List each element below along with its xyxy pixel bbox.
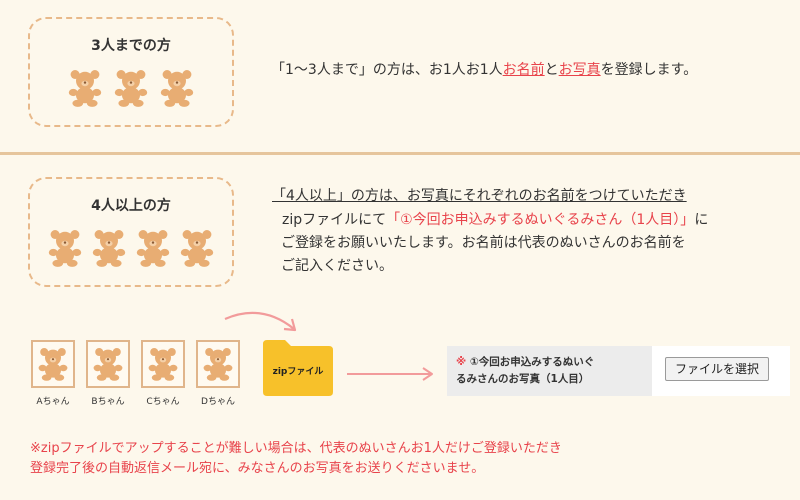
section1-text: 「1〜3人まで」の方は、お1人お1人お名前とお写真を登録します。: [271, 62, 698, 78]
bear-label-a: Aちゃん: [36, 397, 70, 407]
section2-line3: ご登録をお願いいたします。お名前は代表のぬいさんのお名前を: [281, 235, 686, 251]
bear-icon: [37, 347, 69, 381]
curved-arrow-icon: [224, 311, 297, 332]
bear-label-b: Bちゃん: [91, 397, 125, 407]
box-title-4-or-more: 4人以上の方: [91, 198, 171, 214]
right-arrow-icon: [347, 367, 433, 381]
framed-bear-c: [141, 340, 185, 388]
bear-label-c: Cちゃん: [146, 397, 180, 407]
section2-line1: 「4人以上」の方は、お写真にそれぞれのお名前をつけていただき: [272, 188, 687, 204]
bear-icon: [91, 229, 127, 267]
section-divider: [0, 152, 800, 155]
highlight-field-name: 「①今回お申込みするぬいぐるみさん（1人目）」: [386, 212, 695, 228]
bear-icon: [135, 229, 171, 267]
bear-group-4: [30, 229, 232, 267]
upload-field-label: ※ ①今回お申込みするぬいぐ るみさんのお写真（1人目）: [456, 356, 595, 385]
box-up-to-3: 3人までの方: [28, 17, 234, 127]
required-mark: ※: [456, 356, 467, 368]
bear-group-3: [30, 69, 232, 107]
section2-line4: ご記入ください。: [281, 258, 393, 274]
box-4-or-more: 4人以上の方: [28, 177, 234, 287]
photo-link[interactable]: お写真: [558, 62, 601, 78]
section2-line2: zipファイルにて「①今回お申込みするぬいぐるみさん（1人目）」に: [282, 212, 709, 228]
bear-icon: [147, 347, 179, 381]
framed-bear-b: [86, 340, 130, 388]
bear-icon: [67, 69, 103, 107]
bear-icon: [47, 229, 83, 267]
bear-icon: [202, 347, 234, 381]
bear-icon: [113, 69, 149, 107]
bear-icon: [159, 69, 195, 107]
framed-bear-a: [31, 340, 75, 388]
box-title-up-to-3: 3人までの方: [91, 38, 171, 54]
framed-bear-d: [196, 340, 240, 388]
bear-icon: [92, 347, 124, 381]
note-line1: ※zipファイルでアップすることが難しい場合は、代表のぬいさんお1人だけご登録い…: [30, 441, 562, 456]
note-line2: 登録完了後の自動返信メール宛に、みなさんのお写真をお送りくださいませ。: [30, 461, 485, 476]
zip-folder-icon: [263, 340, 333, 396]
choose-file-button[interactable]: ファイルを選択: [665, 357, 769, 381]
name-link[interactable]: お名前: [502, 62, 545, 78]
bear-label-d: Dちゃん: [201, 397, 235, 407]
zip-folder-label: zipファイル: [272, 367, 324, 377]
bear-icon: [179, 229, 215, 267]
